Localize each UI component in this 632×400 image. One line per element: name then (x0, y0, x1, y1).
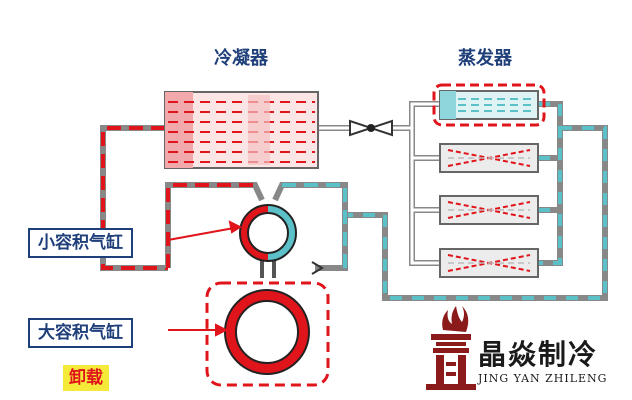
evaporator (432, 83, 546, 278)
evaporator-coil-idle (439, 195, 539, 225)
brand-logo-icon (426, 306, 476, 390)
large-cylinder-label: 大容积气缸 (28, 318, 133, 348)
small-cylinder (239, 204, 297, 262)
evaporator-label: 蒸发器 (458, 48, 512, 69)
condenser (164, 91, 319, 169)
brand-name-cn: 晶焱制冷 (478, 338, 599, 371)
evaporator-coil-idle (439, 248, 539, 278)
unload-badge: 卸载 (63, 365, 109, 391)
evaporator-coil-idle (439, 143, 539, 173)
large-cylinder (205, 281, 330, 387)
leader-arrows (167, 220, 243, 337)
condenser-label: 冷凝器 (214, 48, 268, 69)
evaporator-active-outline (432, 83, 546, 127)
brand-name-en: JING YAN ZHILENG (478, 372, 608, 385)
check-valve-icon (311, 261, 324, 275)
expansion-valve (349, 119, 393, 137)
pipe-compressor-top (165, 182, 348, 271)
small-cylinder-label: 小容积气缸 (28, 228, 133, 258)
large-cylinder-outline (205, 281, 330, 387)
